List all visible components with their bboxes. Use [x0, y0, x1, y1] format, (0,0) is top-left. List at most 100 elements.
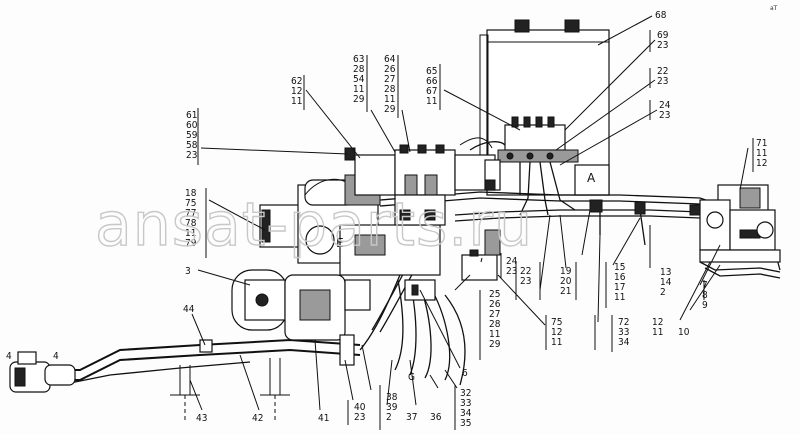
- callout-c43: 43: [196, 413, 207, 424]
- callout-c41: 41: [318, 413, 329, 424]
- callout-line: 60: [186, 120, 198, 131]
- callout-line: 21: [560, 286, 571, 297]
- callout-line: 2: [660, 287, 666, 298]
- callout-c44: 44: [183, 304, 195, 315]
- frame-members: [170, 334, 355, 420]
- callout-line: 34: [460, 408, 472, 419]
- callout-c42: 42: [252, 413, 263, 424]
- callout-line: 29: [384, 104, 396, 115]
- callout-line: 33: [618, 327, 629, 338]
- callout-c10: 10: [678, 327, 690, 338]
- callout-line: 72: [618, 317, 629, 328]
- callout-line: 40: [354, 402, 366, 413]
- callout-line: 75: [551, 317, 562, 328]
- callout-line: 23: [506, 266, 517, 277]
- center-fitting: [404, 229, 501, 301]
- callout-brackets: [197, 30, 754, 430]
- callout-line: 44: [183, 304, 195, 315]
- callout-line: 66: [426, 76, 438, 87]
- callout-line: 29: [489, 339, 501, 350]
- callout-line: 15: [614, 262, 625, 273]
- callout-line: 12: [551, 327, 562, 338]
- corner-mark: аТ: [770, 5, 778, 12]
- callout-line: G: [408, 372, 415, 383]
- callout-line: 11: [426, 96, 437, 107]
- callout-line: 28: [489, 319, 501, 330]
- callout-c36: 36: [430, 412, 442, 423]
- callout-line: 11: [489, 329, 500, 340]
- callout-line: 61: [186, 110, 197, 121]
- callout-line: 4: [6, 351, 12, 362]
- callout-line: 79: [185, 238, 197, 249]
- callout-line: 11: [353, 84, 364, 95]
- callout-line: 32: [460, 388, 471, 399]
- view-letter-a: A: [587, 171, 596, 185]
- callout-line: 35: [460, 418, 471, 429]
- callout-line: 6: [462, 368, 468, 379]
- callout-line: 23: [186, 150, 197, 161]
- callout-line: 13: [660, 267, 671, 278]
- callout-c4b: 4: [53, 351, 59, 362]
- callout-line: 28: [384, 84, 396, 95]
- callout-line: 24: [506, 256, 518, 267]
- callout-line: 11: [185, 228, 196, 239]
- callout-line: 38: [386, 392, 398, 403]
- callout-line: 22: [520, 266, 531, 277]
- callout-line: 65: [426, 66, 437, 77]
- callout-line: 27: [489, 309, 500, 320]
- callout-line: 11: [551, 337, 562, 348]
- callout-line: 67: [426, 86, 437, 97]
- callout-line: 11: [756, 148, 767, 159]
- callout-c3: 3: [185, 266, 191, 277]
- right-valve-assembly: [699, 184, 781, 263]
- callout-line: 23: [659, 110, 670, 121]
- callout-line: 25: [489, 289, 500, 300]
- leader-lines: [189, 15, 749, 411]
- callout-line: 11: [614, 292, 625, 303]
- callout-line: 34: [618, 337, 630, 348]
- callout-cG: G: [408, 372, 415, 383]
- lower-left-component: [231, 269, 371, 341]
- callout-line: 33: [460, 398, 471, 409]
- callout-line: 2: [386, 412, 392, 423]
- callout-line: 77: [185, 208, 196, 219]
- callout-line: 12: [756, 158, 767, 169]
- callout-line: 20: [560, 276, 572, 287]
- pipe-fittings: [484, 179, 701, 216]
- view-letter-e: E: [336, 236, 344, 250]
- callout-line: 9: [702, 300, 708, 311]
- air-reservoir: [479, 19, 610, 196]
- callout-c6: 6: [462, 368, 468, 379]
- callout-line: 75: [185, 198, 196, 209]
- callout-line: 10: [678, 327, 690, 338]
- callout-line: 23: [657, 76, 668, 87]
- callout-line: 23: [520, 276, 531, 287]
- callout-line: 26: [384, 64, 396, 75]
- callout-line: 11: [384, 94, 395, 105]
- callout-line: 28: [353, 64, 365, 75]
- callout-line: 23: [657, 40, 668, 51]
- callout-line: 42: [252, 413, 263, 424]
- callout-line: 27: [384, 74, 395, 85]
- callout-line: 11: [652, 327, 663, 338]
- callout-line: 41: [318, 413, 329, 424]
